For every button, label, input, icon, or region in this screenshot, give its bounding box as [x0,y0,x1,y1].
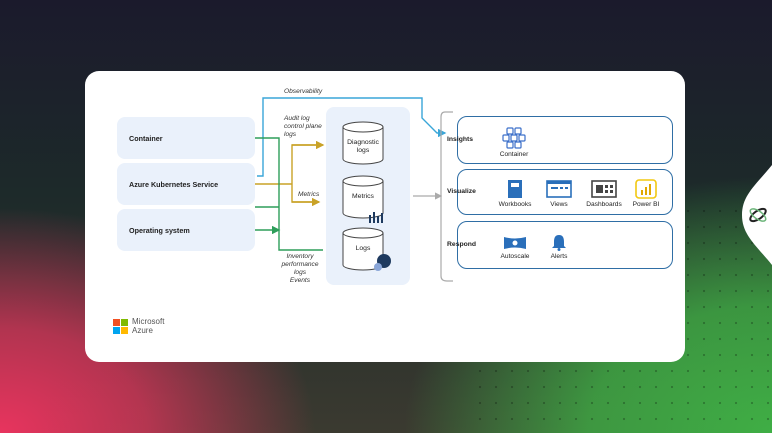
power-bi-item[interactable]: Power BI [628,179,664,208]
metrics-icon [369,212,383,223]
visualize-label: Visualize [447,188,476,195]
diagnostic-logs-store: Diagnostic logs [342,121,384,165]
visualize-panel [457,169,673,215]
connector-lines [255,97,453,282]
autoscale-item[interactable]: Autoscale [495,235,535,260]
workbooks-icon [508,180,522,198]
container-icon [502,127,526,149]
alerts-icon [552,235,566,251]
insights-panel [457,116,673,164]
source-container: Container [117,117,255,159]
autoscale-icon [504,237,526,249]
views-item[interactable]: Views [544,179,574,208]
side-badge [742,165,772,265]
log-analytics-icon [374,254,391,271]
observability-label: Observability [284,88,323,95]
dashboards-icon [591,180,617,198]
power-bi-icon [635,179,657,199]
metrics-flow-label: Metrics [298,191,320,198]
views-icon [546,180,572,198]
insights-label: Insights [447,136,474,143]
source-os: Operating system [117,209,255,251]
data-store-panel: Diagnostic logs Metrics Logs [326,107,410,285]
respond-panel [457,221,673,269]
source-aks: Azure Kubernetes Service [117,163,255,205]
respond-label: Respond [447,241,477,248]
alerts-item[interactable]: Alerts [543,234,575,260]
brand-logo-icon [749,207,767,223]
dashboards-item[interactable]: Dashboards [582,179,626,208]
microsoft-logo-icon [113,318,128,334]
insights-container[interactable]: Container [494,127,534,158]
diagram-card: Observability Container Azure Kubernetes… [85,71,685,362]
workbooks-item[interactable]: Workbooks [493,179,537,208]
